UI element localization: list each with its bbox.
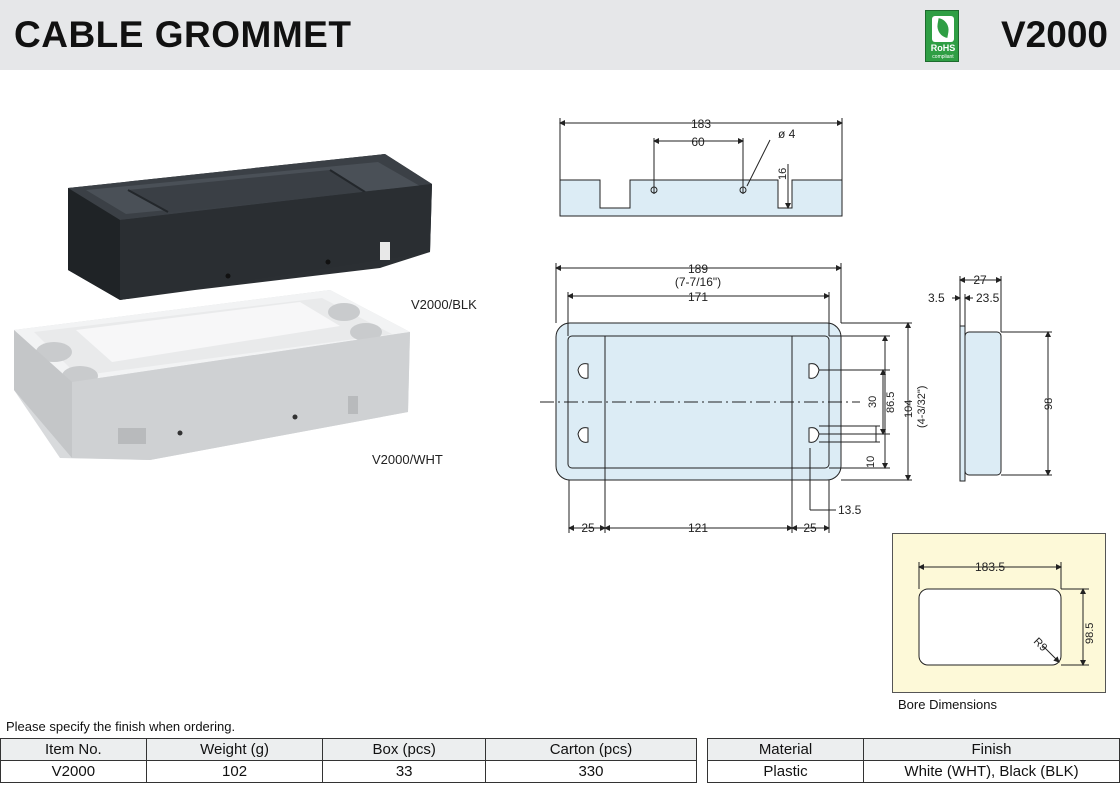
spec-cell-item: V2000 [0,760,147,783]
material-table-header-row: Material Finish [707,738,1120,761]
top-view [540,263,912,533]
dim-center-span: 121 [688,521,708,533]
dim-right-margin: 25 [803,521,817,533]
product-photos [14,154,432,460]
material-table: Material Finish Plastic White (WHT), Bla… [707,738,1120,783]
dim-body-depth: 23.5 [976,291,1000,305]
bore-caption: Bore Dimensions [898,697,997,712]
white-variant-label: V2000/WHT [372,452,443,467]
dim-slot-spacing: 30 [867,396,879,408]
leaf-icon [932,16,954,42]
spec-header-carton: Carton (pcs) [484,738,698,761]
dim-outer-height: 104 [903,400,915,418]
dim-depth: 16 [777,168,789,180]
bore-drawing: 183.5 98.5 R9 [918,560,1096,666]
dim-outer-width-inch: (7-7/16") [675,275,721,289]
header-bar: CABLE GROMMET RoHS compliant V2000 [0,0,1120,70]
spec-header-weight: Weight (g) [145,738,324,761]
dim-side-width: 183 [691,117,711,131]
rohs-badge: RoHS compliant [925,10,959,62]
bore-dimensions-box: 183.5 98.5 R9 [892,533,1106,693]
table-row: Plastic White (WHT), Black (BLK) [707,760,1120,783]
technical-drawing: 183 60 ø 4 16 [540,117,1055,533]
spec-table: Item No. Weight (g) Box (pcs) Carton (pc… [0,738,698,783]
dim-hole-spacing: 60 [691,135,705,149]
dim-inner-height: 86.5 [885,392,897,413]
material-header: Material [707,738,864,761]
black-grommet-image [68,154,432,300]
dim-inner-width: 171 [688,290,708,304]
profile-view [952,276,1052,482]
dim-slot-width: 10 [865,456,877,468]
bore-width: 183.5 [975,560,1005,574]
black-variant-label: V2000/BLK [411,297,477,312]
spec-cell-weight: 102 [145,760,324,783]
rohs-sub-label: compliant [932,54,954,60]
bore-height: 98.5 [1084,623,1096,644]
dim-left-margin: 25 [581,521,595,533]
rohs-label: RoHS [930,43,956,53]
dim-profile-height: 98 [1043,398,1055,410]
spec-cell-carton: 330 [484,760,698,783]
dim-outer-height-inch: (4-3/32") [916,386,928,428]
dim-hole-diameter: ø 4 [778,127,796,141]
order-note: Please specify the finish when ordering. [6,719,236,734]
dim-outer-width: 189 [688,262,708,276]
spec-header-item: Item No. [0,738,147,761]
model-number: V2000 [1001,14,1108,55]
dim-total-depth: 27 [973,273,987,287]
dim-slot-offset: 13.5 [838,503,862,517]
finish-header: Finish [863,738,1120,761]
white-grommet-image [14,290,410,460]
material-cell: Plastic [707,760,864,783]
dim-lip: 3.5 [928,291,945,305]
spec-table-header-row: Item No. Weight (g) Box (pcs) Carton (pc… [0,738,698,761]
spec-header-box: Box (pcs) [322,738,486,761]
side-view [559,118,843,217]
page-title: CABLE GROMMET [14,14,352,55]
finish-cell: White (WHT), Black (BLK) [863,760,1120,783]
spec-cell-box: 33 [322,760,486,783]
table-row: V2000 102 33 330 [0,760,698,783]
